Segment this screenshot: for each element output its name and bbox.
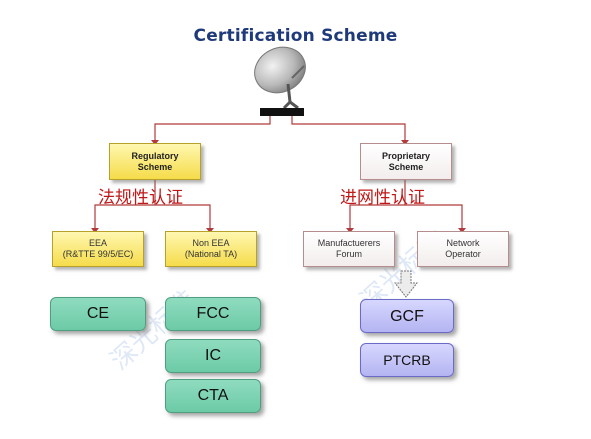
regulatory-label-2: Scheme — [137, 161, 173, 172]
non-eea-box: Non EEA (National TA) — [165, 231, 257, 267]
network-label-2: Operator — [445, 249, 481, 259]
proprietary-scheme-box: Proprietary Scheme — [360, 143, 452, 180]
manufacturers-label-1: Manufactuerers — [317, 238, 381, 248]
proprietary-label-1: Proprietary — [381, 150, 431, 161]
proprietary-label-2: Scheme — [388, 161, 424, 172]
non-eea-label-1: Non EEA — [192, 238, 230, 248]
cta-box: CTA — [165, 379, 261, 413]
cta-label: CTA — [197, 387, 229, 404]
proprietary-cn-label: 进网性认证 — [340, 188, 425, 208]
ptcrb-box: PTCRB — [360, 343, 454, 377]
diagram-title: Certification Scheme — [193, 26, 398, 46]
eea-label-2: (R&TTE 99/5/EC) — [62, 249, 134, 259]
ptcrb-label: PTCRB — [383, 351, 431, 368]
regulatory-cn-label: 法规性认证 — [98, 188, 183, 208]
manufacturers-label-2: Forum — [335, 249, 362, 259]
ce-label: CE — [86, 305, 110, 322]
satellite-dish-icon — [254, 46, 306, 116]
network-operator-box: Network Operator — [417, 231, 509, 267]
regulatory-label-1: Regulatory — [131, 150, 179, 161]
manufacturers-forum-box: Manufactuerers Forum — [303, 231, 395, 267]
gcf-label: GCF — [390, 307, 424, 325]
non-eea-label-2: (National TA) — [184, 249, 238, 259]
fcc-box: FCC — [165, 297, 261, 331]
ic-box: IC — [165, 339, 261, 373]
eea-box: EEA (R&TTE 99/5/EC) — [52, 231, 144, 267]
ce-box: CE — [50, 297, 146, 331]
eea-label-1: EEA — [88, 238, 107, 248]
fcc-label: FCC — [196, 305, 230, 322]
network-label-1: Network — [446, 238, 480, 248]
regulatory-scheme-box: Regulatory Scheme — [109, 143, 201, 180]
gcf-box: GCF — [360, 299, 454, 333]
down-arrow-icon — [393, 270, 419, 298]
ic-label: IC — [205, 347, 221, 364]
